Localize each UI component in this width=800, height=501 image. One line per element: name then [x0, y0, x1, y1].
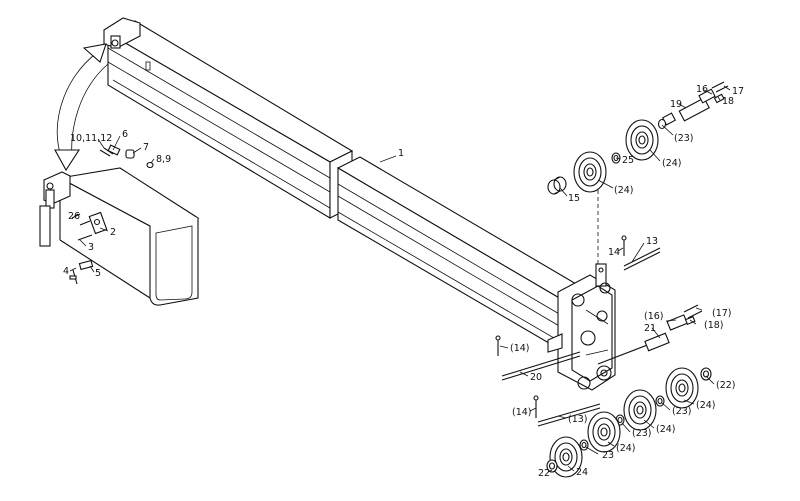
- callout-24-upper-b: (24): [614, 185, 634, 196]
- pin-13-14-upper: [621, 235, 661, 271]
- callout-24-middle: (24): [656, 424, 676, 435]
- detail-hardware: [69, 144, 154, 285]
- callout-16-lower: (16): [644, 311, 664, 322]
- callout-14-lower: (14): [512, 407, 532, 418]
- callout-21: 21: [644, 323, 656, 334]
- callout-14-upper: 14: [608, 247, 620, 258]
- callout-23-middle: (23): [632, 428, 652, 439]
- callout-7: 7: [143, 142, 149, 153]
- callout-22-right: (22): [716, 380, 736, 391]
- callout-4: 4: [63, 266, 69, 277]
- callout-23-upper: (23): [674, 133, 694, 144]
- boom-assembly: [103, 17, 616, 391]
- callout-23-lower: 23: [602, 450, 614, 461]
- callout-24-lower: (24): [616, 443, 636, 454]
- callout-6: 6: [122, 129, 128, 140]
- callout-25: 25: [622, 155, 634, 166]
- leader-lines: [69, 85, 731, 473]
- callout-18-lower: (18): [704, 320, 724, 331]
- lower-sheave-stack: [546, 367, 712, 478]
- callout-1: 1: [398, 148, 404, 159]
- callout-15: 15: [568, 193, 580, 204]
- callout-24-upper-a: (24): [662, 158, 682, 169]
- callout-14-left: (14): [510, 343, 530, 354]
- callout-19: 19: [670, 99, 682, 110]
- detail-end-cap: [39, 167, 200, 306]
- callout-23-right: (23): [672, 406, 692, 417]
- pin-20-14-left: [495, 335, 601, 427]
- callout-20: 20: [530, 372, 542, 383]
- callout-24-right: (24): [696, 400, 716, 411]
- callout-3: 3: [88, 242, 94, 253]
- callout-26: 26: [68, 211, 80, 222]
- callout-5: 5: [95, 268, 101, 279]
- callout-22-bottom: 22: [538, 468, 550, 479]
- callout-8-9: 8,9: [156, 154, 171, 165]
- callout-16-upper: 16: [696, 84, 708, 95]
- callout-24-bottom: 24: [576, 467, 588, 478]
- callout-18-upper: 18: [722, 96, 734, 107]
- callout-10-11-12: 10,11,12: [70, 133, 112, 144]
- callout-17-upper: 17: [732, 86, 744, 97]
- pin-21-assembly: [597, 304, 703, 365]
- callout-13-lower: (13): [568, 414, 588, 425]
- callout-labels: 1 2 3 4 5 6 7 8,9 10,11,12 26 15 25 (24)…: [63, 84, 744, 479]
- upper-sheave-group: [547, 81, 729, 265]
- callout-17-lower: (17): [712, 308, 732, 319]
- callout-2: 2: [110, 227, 116, 238]
- callout-13-upper: 13: [646, 236, 658, 247]
- detail-reference-arrow: [54, 43, 109, 172]
